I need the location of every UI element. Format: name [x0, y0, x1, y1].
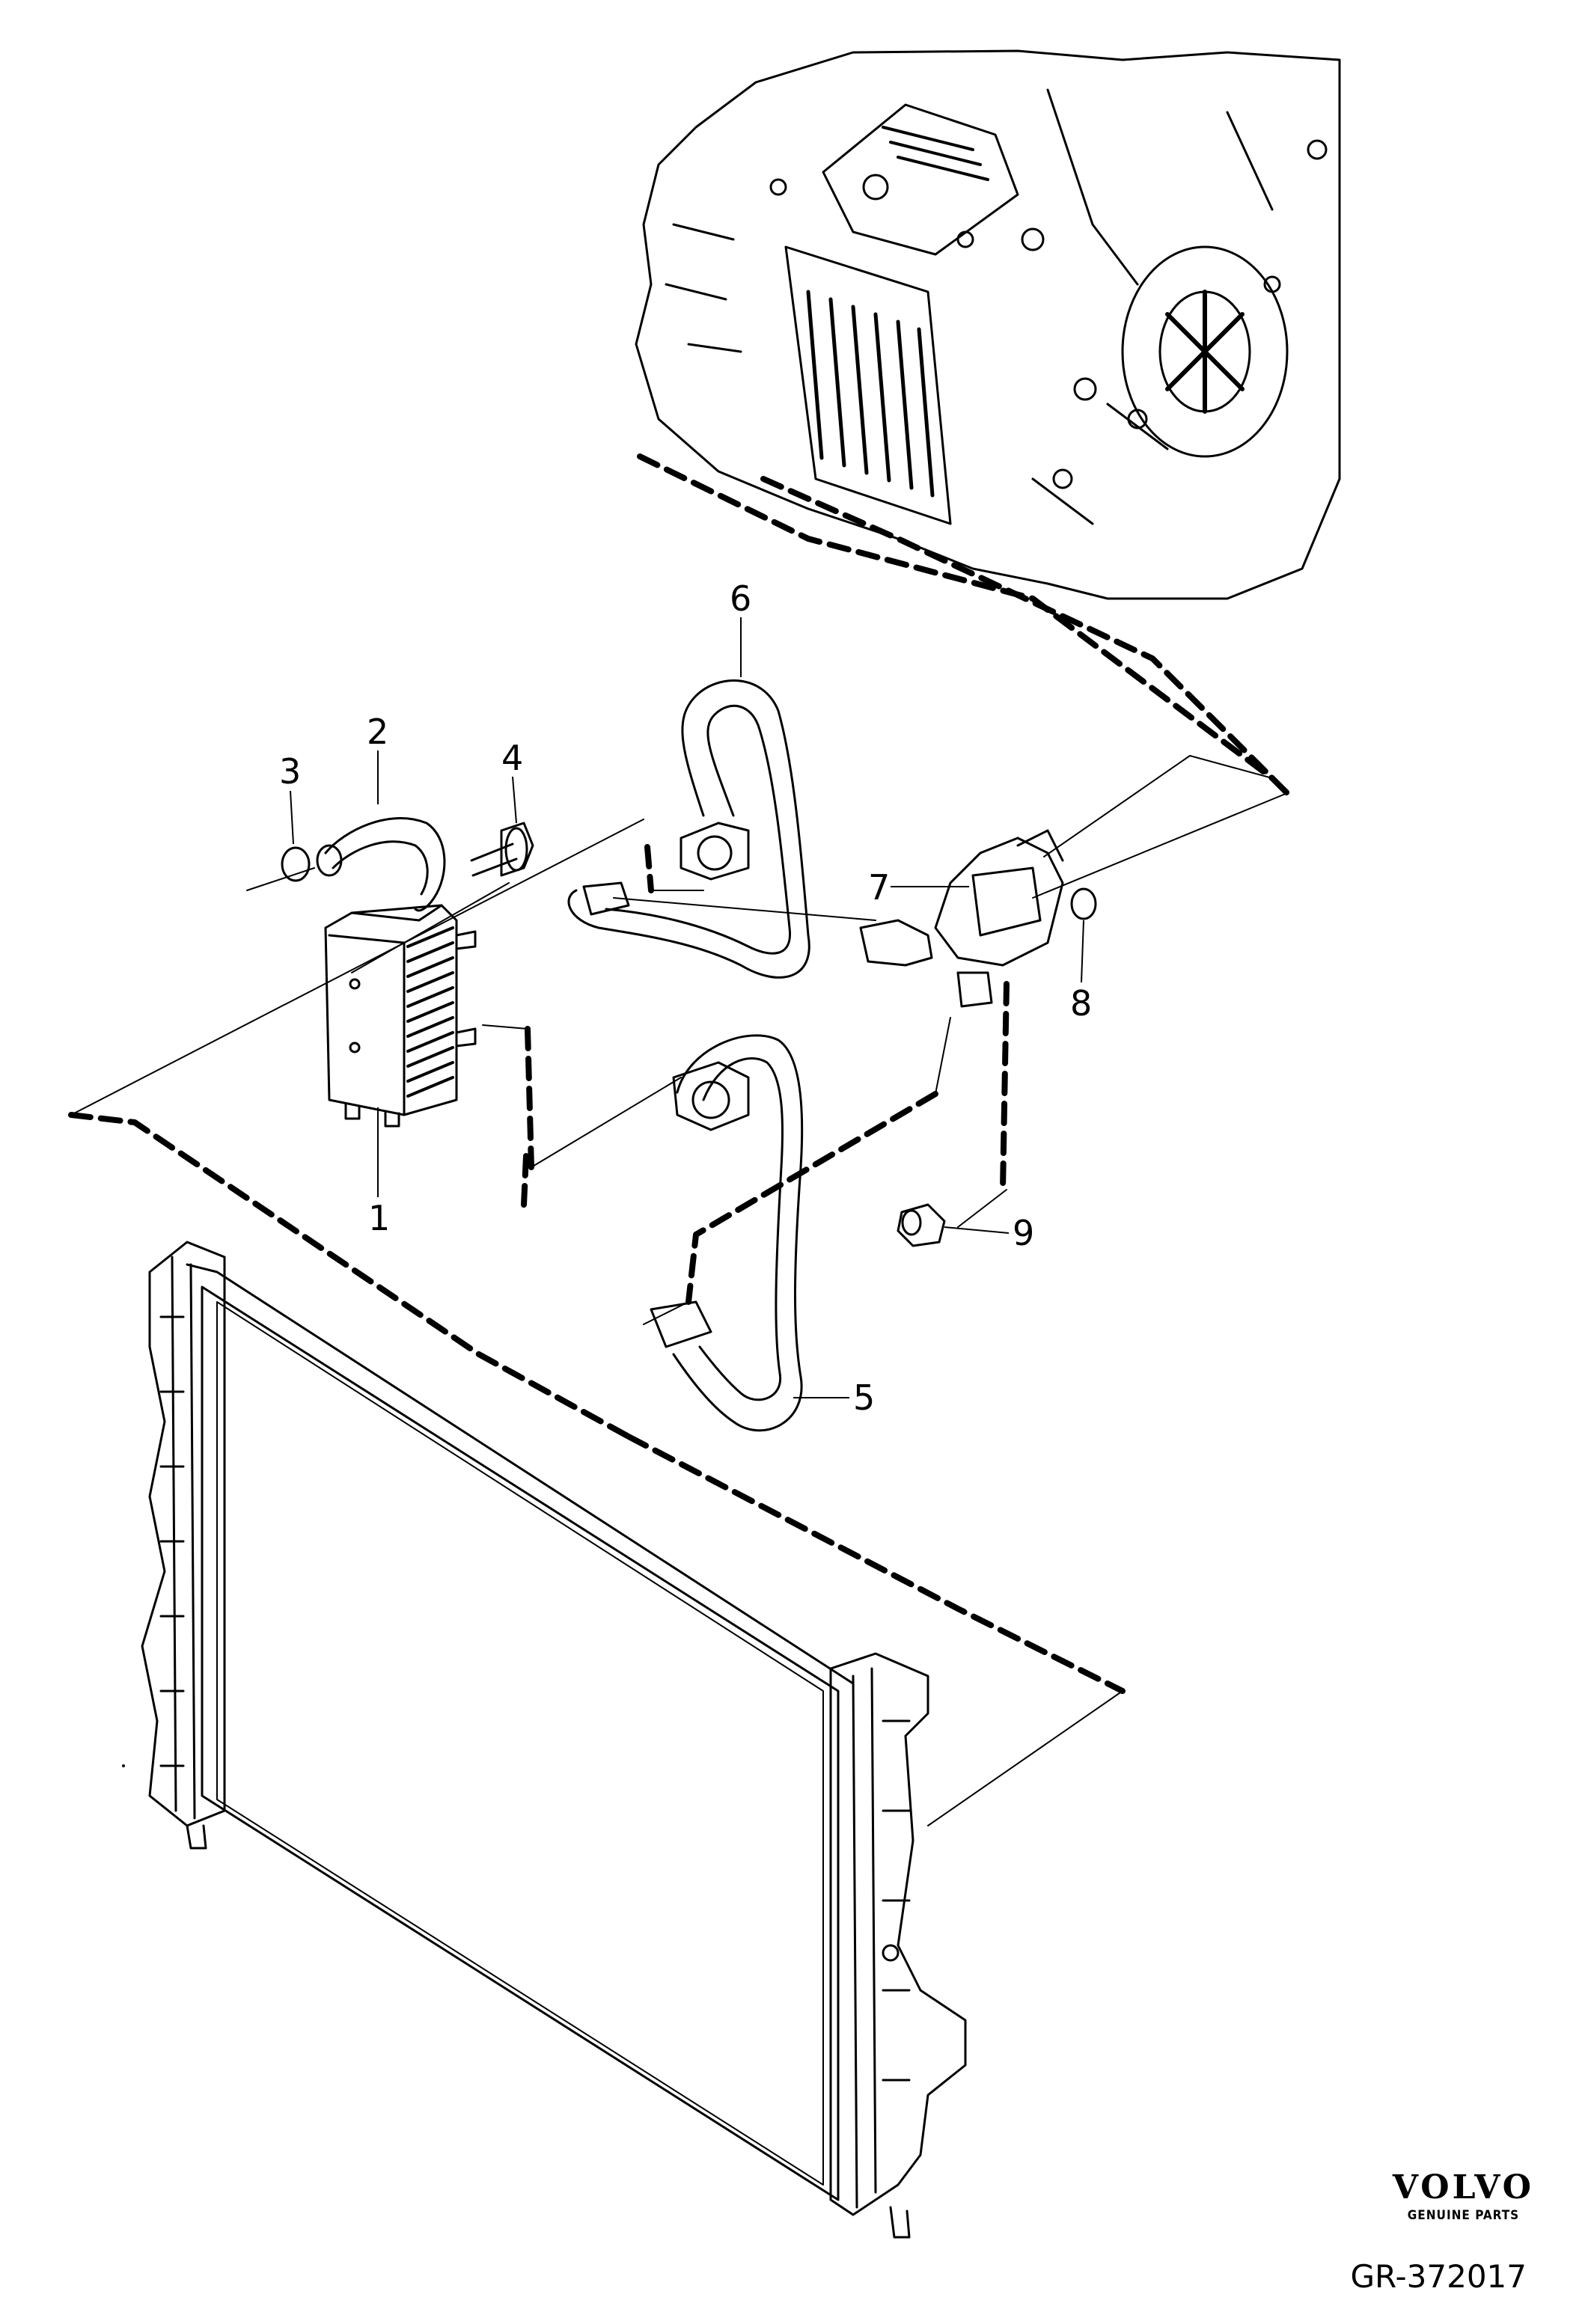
- radiator: [141, 1241, 967, 2239]
- o-ring: [1070, 887, 1097, 920]
- mark-dot: [122, 1764, 125, 1767]
- callout-5: 5: [853, 1377, 876, 1418]
- oil-cooler: [324, 904, 477, 1128]
- volvo-logo: VOLVO: [1392, 2168, 1534, 2207]
- dashed-connection-lines: [68, 453, 1290, 1694]
- callout-7: 7: [868, 867, 891, 908]
- bolt: [470, 822, 534, 877]
- callout-9: 9: [1013, 1213, 1035, 1253]
- transmission: [635, 49, 1341, 600]
- thermostat-housing: [859, 829, 1064, 1008]
- brand-block: VOLVO GENUINE PARTS: [1393, 2168, 1534, 2223]
- leader-lines: [70, 755, 1288, 1826]
- callout-2: 2: [367, 712, 389, 752]
- upper-hose: [567, 679, 810, 979]
- seal: [281, 846, 311, 882]
- callout-4: 4: [501, 738, 524, 778]
- callout-3: 3: [279, 751, 302, 792]
- callout-1: 1: [368, 1198, 391, 1238]
- callout-8: 8: [1070, 983, 1093, 1024]
- lower-hose: [650, 1034, 804, 1432]
- callout-6: 6: [730, 578, 752, 619]
- figure-id: GR-372017: [1350, 2258, 1527, 2295]
- plug: [897, 1203, 946, 1247]
- brand-subtitle: GENUINE PARTS: [1407, 2208, 1520, 2223]
